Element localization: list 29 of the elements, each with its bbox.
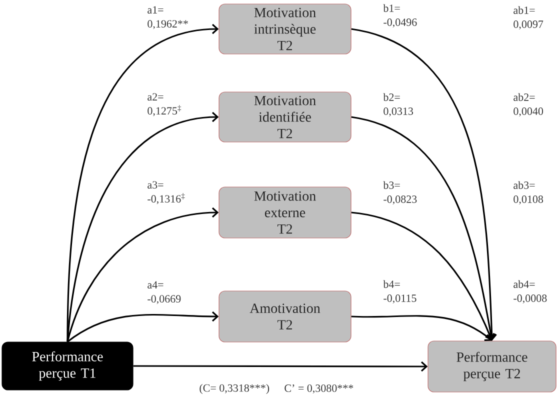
arrow <box>133 361 428 372</box>
edge-label: a4= -0,0669 <box>148 281 181 304</box>
arrow <box>66 24 219 342</box>
edge-label: b4= -0,0115 <box>383 280 416 304</box>
arrow <box>351 315 492 341</box>
edge-label: a3= -0,1316$^{‡}$ <box>148 181 185 204</box>
arrow <box>66 112 219 342</box>
variable-box: Performance perçue T2 <box>428 340 556 392</box>
arrow <box>351 28 497 341</box>
effect-label: ab1= 0,0097 <box>514 6 544 30</box>
effect-label: ab2= 0,0040 <box>514 93 544 117</box>
edge-label: a1= 0,1962** <box>148 6 188 30</box>
effect-label: (C= 0,3318***) <box>200 384 270 394</box>
variable-box: Motivation externe T2 <box>218 186 352 238</box>
edge-label: b1= -0,0496 <box>383 4 417 28</box>
variable-box: Motivation intrinsèque T2 <box>218 4 352 54</box>
arrow <box>351 116 496 341</box>
effect-label: ab4= -0,0008 <box>514 280 547 304</box>
variable-box: Motivation identifiée T2 <box>218 92 352 142</box>
effect-label: C’ = 0,3080*** <box>284 384 354 394</box>
edge-label: a2= 0,1275$^{‡}$ <box>148 93 182 116</box>
arrow <box>67 311 219 342</box>
variable-box: Performance perçue T1 <box>2 342 134 390</box>
arrow <box>66 207 219 342</box>
effect-label: ab3= 0,0108 <box>514 181 544 205</box>
variable-box: Amotivation T2 <box>218 290 352 342</box>
arrow <box>351 212 495 341</box>
edge-label: b2= 0,0313 <box>383 93 414 117</box>
edge-label: b3= -0,0823 <box>383 181 417 205</box>
